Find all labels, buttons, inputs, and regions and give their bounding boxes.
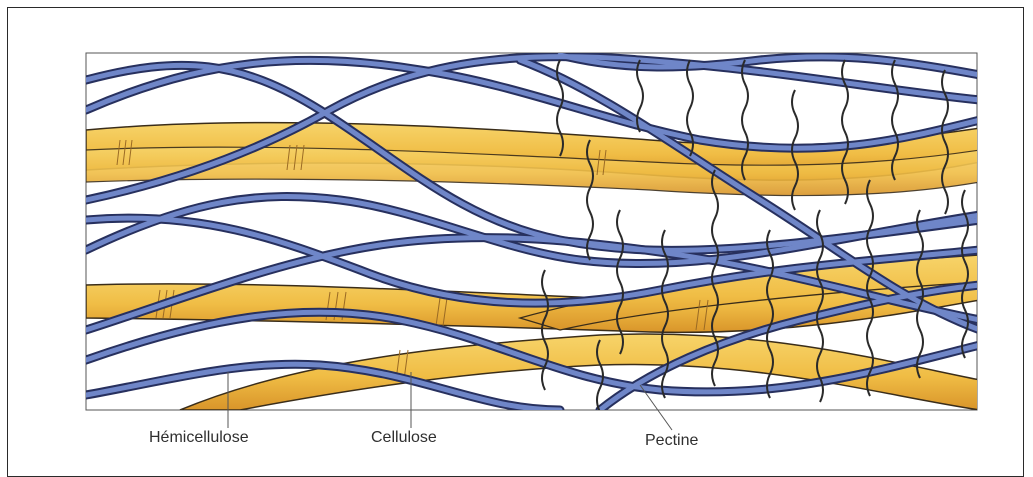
pectine-label: Pectine: [645, 432, 698, 450]
hemicellulose-label: Hémicellulose: [149, 429, 249, 447]
cellulose-label: Cellulose: [371, 429, 437, 447]
